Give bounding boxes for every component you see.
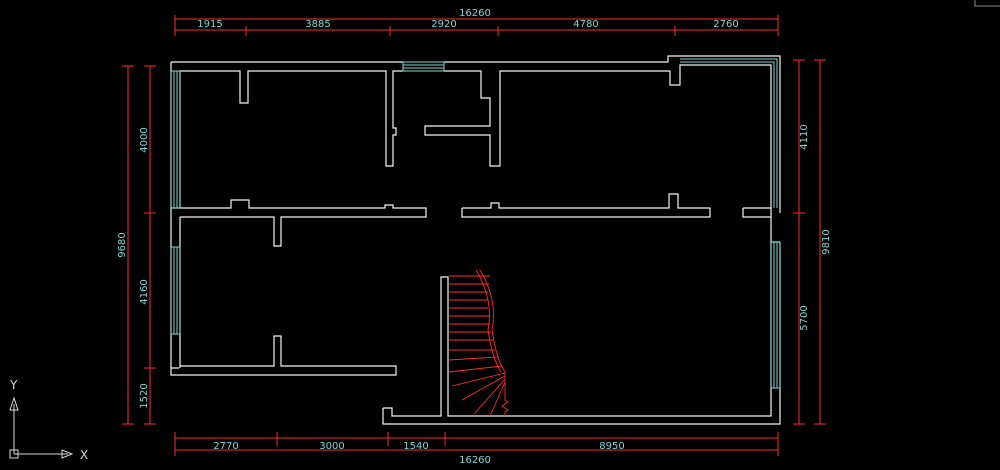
ucs-y-label: Y [9,378,18,392]
top-segment-3: 2920 [431,19,456,30]
top-segment-dimensions: 1915 3885 2920 4780 2760 [174,19,779,36]
bottom-segment-3: 1540 [403,441,428,452]
left-segment-1: 4000 [139,127,150,152]
bottom-segment-1: 2770 [213,441,238,452]
top-total-label: 16260 [459,8,491,19]
viewport-corner-marker [974,0,1000,7]
bottom-total-dimension: 16260 [174,446,779,466]
right-total-label: 9810 [821,229,832,254]
ucs-axis-icon: Y X [9,378,88,462]
windows [170,58,781,389]
bottom-segment-dimensions: 2770 3000 1540 8950 [174,432,779,452]
top-segment-1: 1915 [197,19,222,30]
left-total-dimension: 9680 [117,65,134,425]
left-segment-dimensions: 4000 4160 1520 [139,65,156,425]
interior-walls [171,193,780,247]
right-segment-dimensions: 4110 5700 [793,59,810,425]
left-total-label: 9680 [117,232,128,257]
bottom-total-label: 16260 [459,455,491,466]
staircase [448,269,509,417]
bottom-segment-2: 3000 [319,441,344,452]
ucs-x-label: X [80,448,88,462]
top-segment-4: 4780 [573,19,598,30]
right-total-dimension: 9810 [814,59,832,425]
left-segment-3: 1520 [139,383,150,408]
right-segment-1: 4110 [799,124,810,149]
top-total-dimension: 16260 [174,8,779,26]
top-segment-2: 3885 [305,19,330,30]
bottom-segment-4: 8950 [599,441,624,452]
left-segment-2: 4160 [139,279,150,304]
right-segment-2: 5700 [799,305,810,330]
top-segment-5: 2760 [713,19,738,30]
